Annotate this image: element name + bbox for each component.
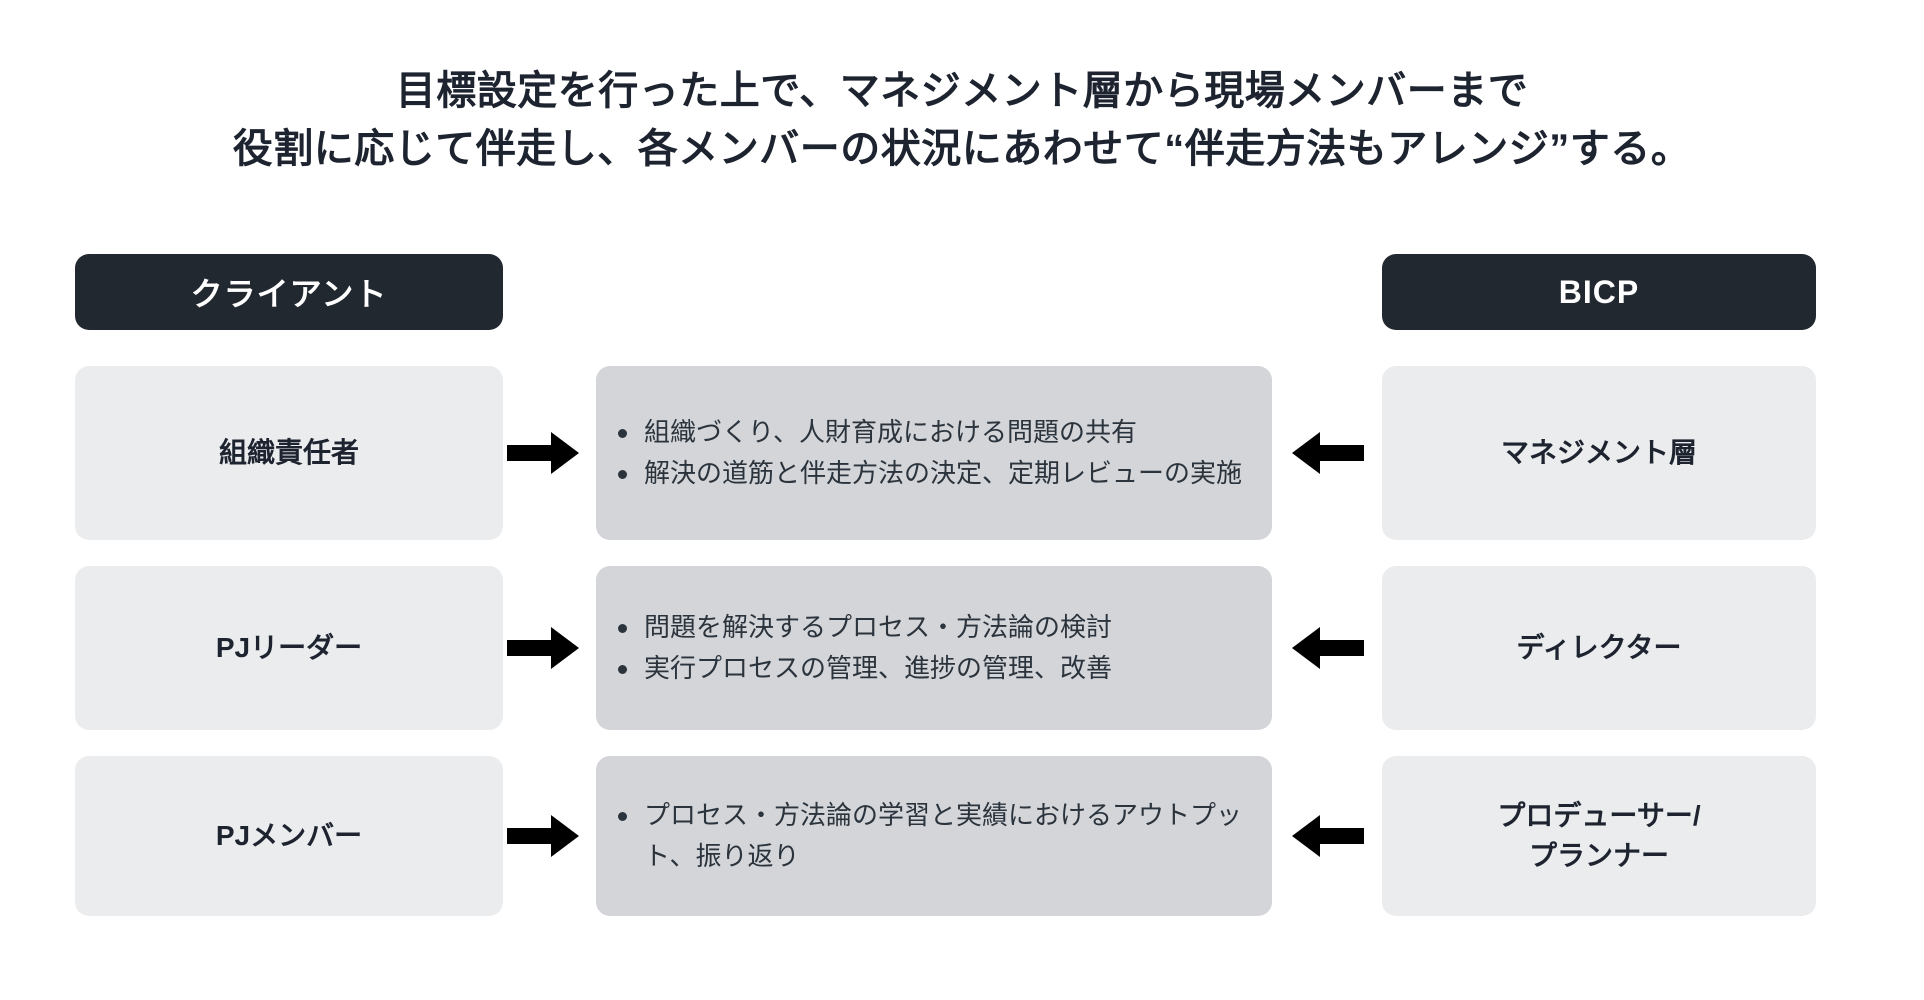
column-header-bicp: BICP (1382, 254, 1816, 330)
list-item: 解決の道筋と伴走方法の決定、定期レビューの実施 (618, 453, 1248, 494)
right-role-box-2: ディレクター (1382, 566, 1816, 730)
right-role-box-1: マネジメント層 (1382, 366, 1816, 540)
list-item: 実行プロセスの管理、進捗の管理、改善 (618, 648, 1248, 689)
arrow-left-icon (1292, 813, 1364, 859)
detail-box-1: 組織づくり、人財育成における問題の共有 解決の道筋と伴走方法の決定、定期レビュー… (596, 366, 1272, 540)
detail-list-3: プロセス・方法論の学習と実績におけるアウトプット、振り返り (596, 795, 1272, 877)
right-role-box-3: プロデューサー/プランナー (1382, 756, 1816, 916)
arrow-left-icon (1292, 625, 1364, 671)
left-role-box-1: 組織責任者 (75, 366, 503, 540)
detail-box-2: 問題を解決するプロセス・方法論の検討 実行プロセスの管理、進捗の管理、改善 (596, 566, 1272, 730)
arrow-left-icon (1292, 430, 1364, 476)
list-item: プロセス・方法論の学習と実績におけるアウトプット、振り返り (618, 795, 1248, 877)
detail-box-3: プロセス・方法論の学習と実績におけるアウトプット、振り返り (596, 756, 1272, 916)
column-header-client: クライアント (75, 254, 503, 330)
arrow-right-icon (507, 813, 579, 859)
detail-list-1: 組織づくり、人財育成における問題の共有 解決の道筋と伴走方法の決定、定期レビュー… (596, 412, 1272, 494)
left-role-box-2: PJリーダー (75, 566, 503, 730)
page-title: 目標設定を行った上で、マネジメント層から現場メンバーまで 役割に応じて伴走し、各… (0, 62, 1924, 178)
page-title-line-2: 役割に応じて伴走し、各メンバーの状況にあわせて“伴走方法もアレンジ”する。 (232, 127, 1692, 171)
page-title-line-1: 目標設定を行った上で、マネジメント層から現場メンバーまで (395, 69, 1529, 113)
detail-list-2: 問題を解決するプロセス・方法論の検討 実行プロセスの管理、進捗の管理、改善 (596, 607, 1272, 689)
left-role-box-3: PJメンバー (75, 756, 503, 916)
list-item: 問題を解決するプロセス・方法論の検討 (618, 607, 1248, 648)
arrow-right-icon (507, 625, 579, 671)
list-item: 組織づくり、人財育成における問題の共有 (618, 412, 1248, 453)
arrow-right-icon (507, 430, 579, 476)
